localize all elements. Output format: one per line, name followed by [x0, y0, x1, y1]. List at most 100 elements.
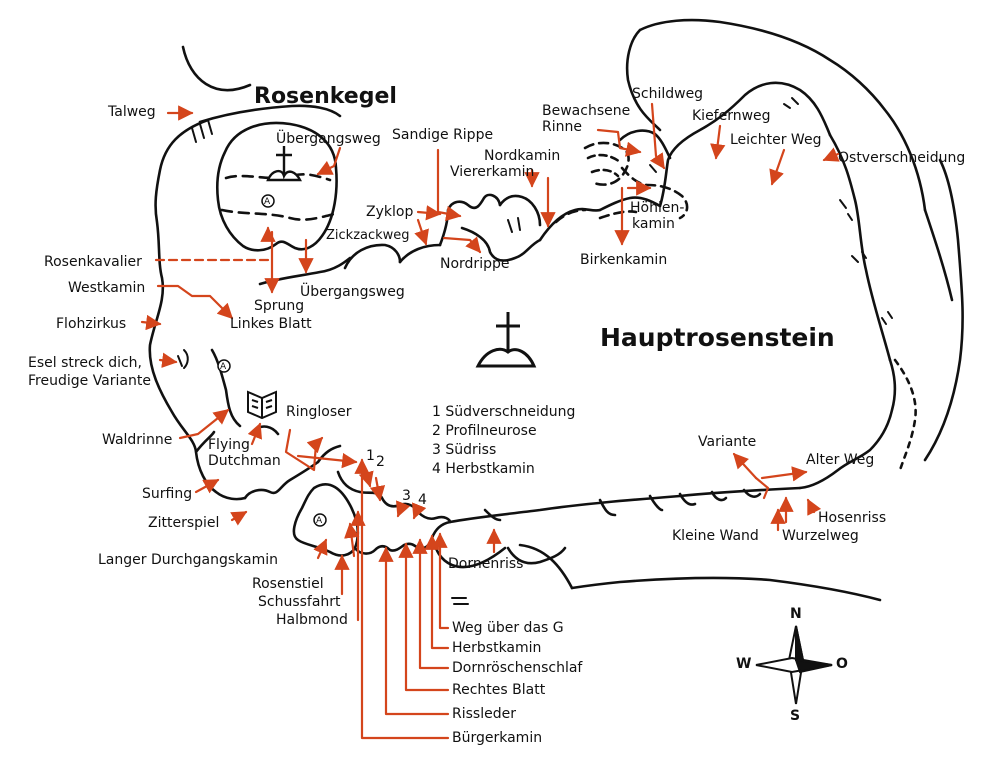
- label-zickzackweg: Zickzackweg: [326, 228, 410, 243]
- rosenkegel-title: Rosenkegel: [254, 84, 397, 109]
- label-bewachsene-rinne-1: Bewachsene: [542, 103, 631, 119]
- arrow-flohzirkus: [140, 314, 162, 331]
- label-hosenriss: Hosenriss: [818, 510, 887, 526]
- label-waldrinne: Waldrinne: [102, 432, 173, 448]
- label-nordrippe: Nordrippe: [440, 256, 510, 272]
- arrow-variante: [732, 452, 758, 480]
- arrow-zickzackweg: [414, 218, 429, 246]
- legend-item: 3 Südriss: [432, 442, 497, 458]
- label-halbmond: Halbmond: [276, 612, 348, 628]
- label-weg-ueber-das-g: Weg über das G: [452, 620, 564, 636]
- legend-item: 1 Südverschneidung: [432, 404, 576, 420]
- arrow-nordrippe: [442, 236, 482, 254]
- arrow-num1: [358, 470, 374, 488]
- compass-south: S: [790, 708, 801, 724]
- label-rissleder: Rissleder: [452, 706, 516, 722]
- label-zyklop: Zyklop: [366, 204, 414, 220]
- arrow-num3: [395, 500, 411, 518]
- label-kleine-wand: Kleine Wand: [672, 528, 759, 544]
- arrow-dornroeschenschlaf: [412, 538, 450, 670]
- arrow-num2: [369, 476, 386, 502]
- label-sprung: Sprung: [254, 298, 305, 314]
- label-uebergangsweg-top: Übergangsweg: [276, 131, 381, 147]
- arrow-schildweg: [649, 102, 666, 170]
- label-alter-weg: Alter Weg: [806, 452, 875, 468]
- label-schussfahrt: Schussfahrt: [258, 594, 341, 610]
- arrow-westkamin: [156, 284, 234, 320]
- compass-north: N: [790, 606, 802, 622]
- label-surfing: Surfing: [142, 486, 193, 502]
- label-bewachsene-rinne-2: Rinne: [542, 119, 582, 135]
- label-sandige-rippe: Sandige Rippe: [392, 127, 494, 143]
- label-dutchman: Dutchman: [208, 453, 281, 469]
- arrow-ostverschneidung: [822, 147, 840, 162]
- arrow-waldrinne: [178, 408, 230, 440]
- label-uebergangsweg-bottom: Übergangsweg: [300, 284, 405, 300]
- legend-item: 4 Herbstkamin: [432, 461, 535, 477]
- terrain-line-nw: [181, 45, 252, 92]
- label-num2: 2: [376, 454, 385, 470]
- compass-rose-icon: [755, 625, 833, 705]
- compass-east: O: [836, 656, 848, 672]
- label-rosenstiel: Rosenstiel: [252, 576, 324, 592]
- label-num3: 3: [402, 488, 411, 504]
- label-ringloser: Ringloser: [286, 404, 352, 420]
- arrow-alter-weg: [760, 466, 808, 482]
- rosenkegel-summit-cross-icon: [266, 146, 302, 182]
- label-num1: 1: [366, 448, 375, 464]
- rosenkegel-outline: [215, 121, 338, 252]
- anchor-label-rosenkegel: A: [264, 197, 271, 207]
- label-dornenriss: Dornenriss: [448, 556, 524, 572]
- arrow-langer-durchgangskamin: [313, 538, 328, 560]
- label-flohzirkus: Flohzirkus: [56, 316, 127, 332]
- label-nordkamin: Nordkamin: [484, 148, 561, 164]
- arrow-weg-ueber-das-g: [432, 532, 450, 630]
- label-hoehlenkamin-2: kamin: [632, 216, 675, 232]
- label-talweg: Talweg: [108, 104, 156, 120]
- anchor-label-south: A: [316, 516, 323, 526]
- label-kiefernweg: Kiefernweg: [692, 108, 771, 124]
- arrow-herbstkamin: [424, 534, 450, 650]
- arrow-hosenriss: [806, 498, 822, 516]
- arrow-legend-1: [296, 452, 358, 469]
- arrow-rissleder: [378, 546, 450, 716]
- label-herbstkamin: Herbstkamin: [452, 640, 542, 656]
- anchor-marker-rosenkegel: [261, 194, 275, 208]
- route-number-legend: 1 Südverschneidung 2 Profilneurose 3 Süd…: [432, 403, 575, 479]
- arrow-ringloser: [284, 428, 324, 472]
- label-leichter-weg: Leichter Weg: [730, 132, 822, 148]
- anchor-marker-south: [313, 513, 327, 527]
- anchor-label-west: A: [220, 362, 227, 372]
- label-dornroeschenschlaf: Dornröschenschlaf: [452, 660, 583, 676]
- label-buergerkamin: Bürgerkamin: [452, 730, 543, 746]
- label-wurzelweg: Wurzelweg: [782, 528, 859, 544]
- label-ostverschneidung: Ostverschneidung: [838, 150, 966, 166]
- arrow-zyklop: [416, 205, 442, 221]
- compass-west: W: [736, 656, 752, 672]
- label-birkenkamin: Birkenkamin: [580, 252, 668, 268]
- hauptrosenstein-title: Hauptrosenstein: [600, 323, 835, 352]
- arrow-rechtes-blatt: [398, 542, 450, 692]
- arrow-buergerkamin: [354, 458, 450, 740]
- label-esel-1: Esel streck dich,: [28, 355, 142, 371]
- anchor-marker-west: [217, 359, 231, 373]
- arrow-uebergangsweg-top: [316, 146, 342, 176]
- label-flying: Flying: [208, 437, 250, 453]
- label-esel-2: Freudige Variante: [28, 373, 151, 389]
- label-westkamin: Westkamin: [68, 280, 146, 296]
- arrow-leichter-weg: [769, 148, 786, 186]
- arrow-surfing: [194, 478, 220, 494]
- label-hoehlenkamin-1: Höhlen-: [630, 200, 685, 216]
- arrow-kiefernweg: [710, 124, 726, 160]
- label-langer-durchgangskamin: Langer Durchgangskamin: [98, 552, 278, 568]
- label-rosenkavalier: Rosenkavalier: [44, 254, 142, 270]
- arrow-esel: [158, 352, 178, 368]
- summit-book-icon: [247, 390, 277, 420]
- outline-northeast: [658, 81, 832, 208]
- label-zitterspiel: Zitterspiel: [148, 515, 220, 531]
- label-num4: 4: [418, 492, 427, 508]
- arrow-bewachsene-rinne: [596, 128, 642, 157]
- arrow-rosenstiel: [344, 522, 360, 558]
